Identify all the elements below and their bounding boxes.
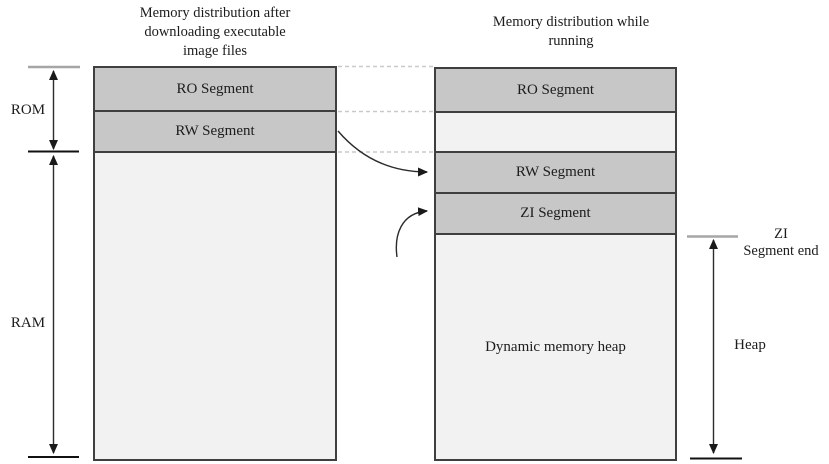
right-heap-area: Dynamic memory heap xyxy=(436,235,675,459)
memory-column-running: RO Segment RW Segment ZI Segment Dynamic… xyxy=(434,67,677,461)
heap-area-label: Dynamic memory heap xyxy=(485,338,626,355)
right-ro-segment-label: RO Segment xyxy=(516,81,595,98)
left-ram-area xyxy=(95,153,335,459)
right-zi-segment: ZI Segment xyxy=(436,194,675,235)
zi-relocation-arrow xyxy=(395,207,429,258)
rom-bracket-label: ROM xyxy=(10,102,46,118)
zi-segment-end-label: ZI Segment end xyxy=(743,226,819,259)
memory-column-download: RO Segment RW Segment xyxy=(93,66,337,461)
left-rw-segment: RW Segment xyxy=(95,112,335,153)
right-column-title: Memory distribution while running xyxy=(492,14,650,49)
ram-bracket-label: RAM xyxy=(10,315,46,331)
heap-bracket-label: Heap xyxy=(734,337,766,353)
right-rw-segment-label: RW Segment xyxy=(515,164,596,180)
right-gap-area xyxy=(436,113,675,153)
left-column-title: Memory distribution after downloading ex… xyxy=(139,5,291,59)
right-rw-segment: RW Segment xyxy=(436,153,675,194)
rw-relocation-arrow xyxy=(337,130,429,177)
left-ro-segment: RO Segment xyxy=(95,68,335,112)
right-zi-segment-label: ZI Segment xyxy=(520,205,591,221)
dashed-alignment-lines xyxy=(338,65,433,153)
left-ro-segment-label: RO Segment xyxy=(176,80,254,97)
left-rw-segment-label: RW Segment xyxy=(175,123,255,139)
right-ro-segment: RO Segment xyxy=(436,69,675,113)
